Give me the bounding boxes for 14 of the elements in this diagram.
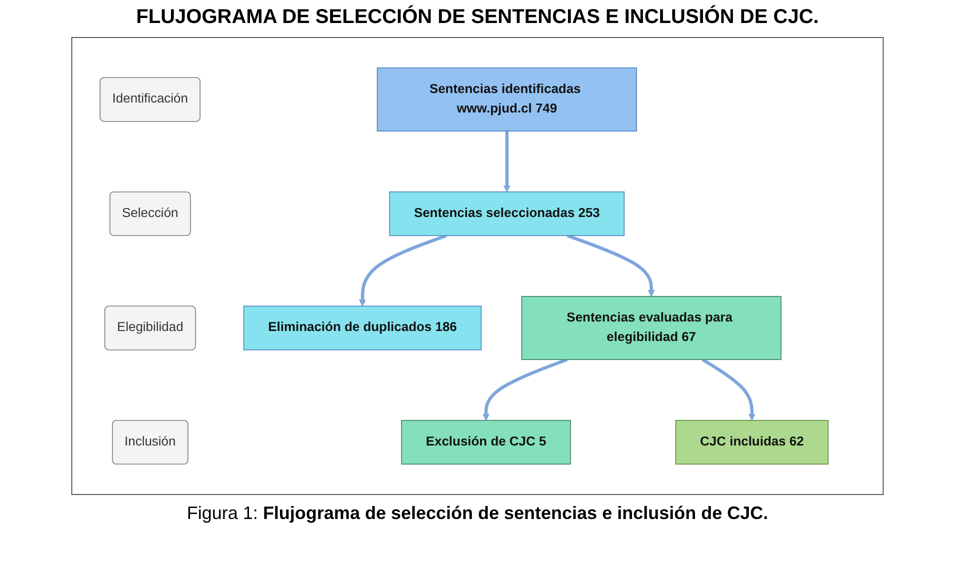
arrow: [358, 234, 447, 306]
arrow: [702, 358, 756, 421]
node-box: Sentencias evaluadas para elegibilidad 67: [521, 296, 782, 360]
node-box: Sentencias seleccionadas 253: [389, 191, 625, 236]
node-box: Sentencias identificadas www.pjud.cl 749: [376, 67, 637, 132]
figure-caption: Figura 1: Flujograma de selección de sentencias e inclusión de CJC.: [186, 503, 770, 524]
node-box: Exclusión de CJC 5: [401, 420, 571, 465]
diagram-title: FLUJOGRAMA DE SELECCIÓN DE SENTENCIAS E INCLUSIÓN DE CJC.: [135, 6, 820, 29]
node-box: CJC incluidas 62: [675, 420, 829, 465]
arrow: [482, 358, 568, 421]
cluster: [71, 37, 884, 495]
arrow: [503, 131, 510, 192]
arrow: [566, 234, 655, 297]
node-box: Eliminación de duplicados 186: [243, 306, 482, 350]
